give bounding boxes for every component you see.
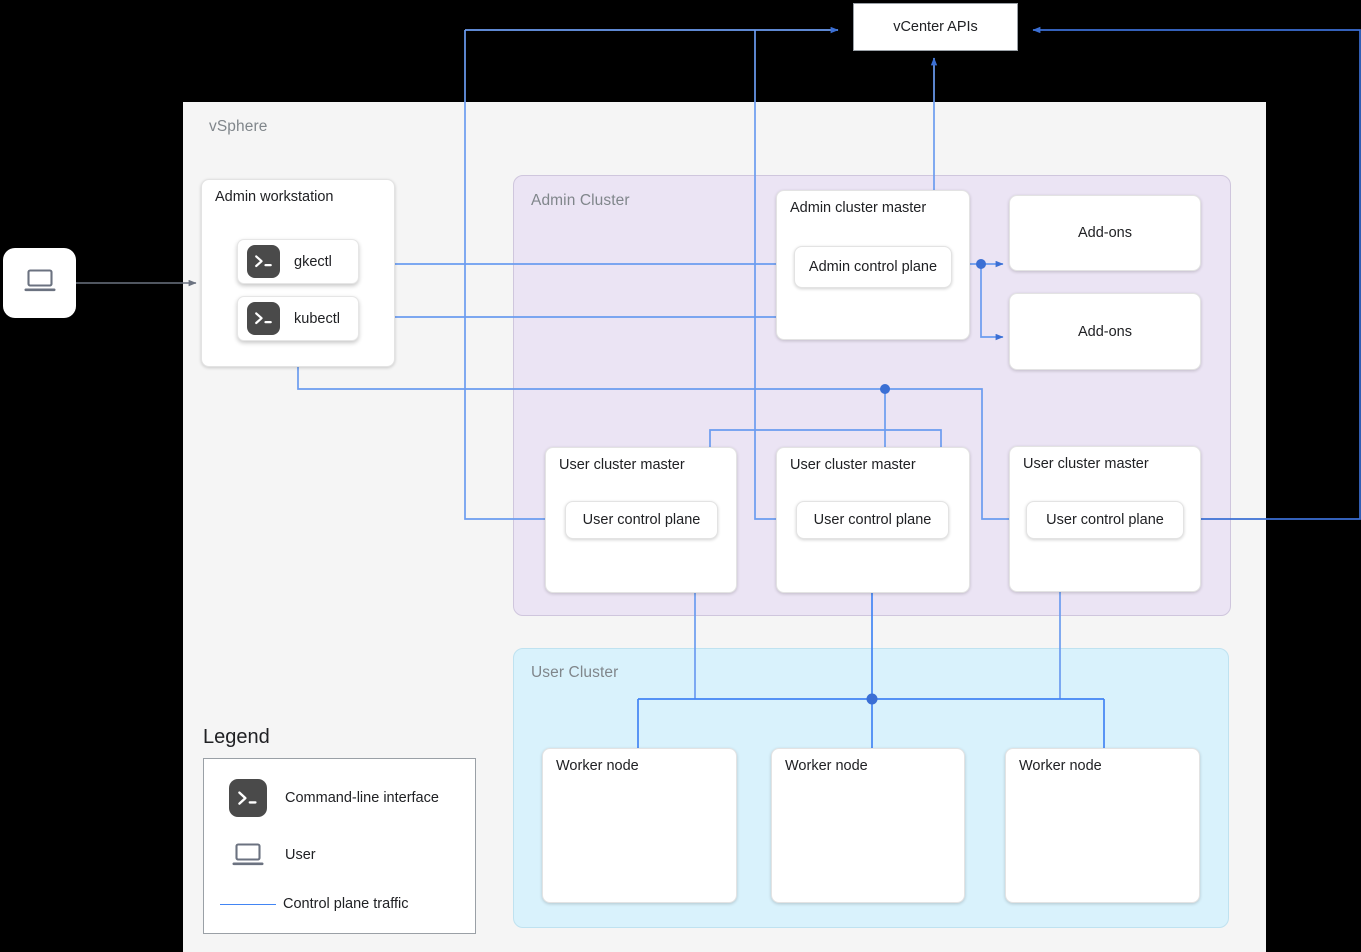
- user-control-plane-card-2[interactable]: User control plane: [796, 501, 949, 539]
- user-control-plane-label: User control plane: [1046, 512, 1164, 528]
- legend-label-traffic: Control plane traffic: [283, 896, 409, 912]
- worker-node-card-3[interactable]: Worker node: [1005, 748, 1200, 903]
- legend-label-user: User: [285, 847, 316, 863]
- kubectl-chip[interactable]: kubectl: [237, 296, 359, 341]
- admin-cluster-master-title: Admin cluster master: [790, 200, 927, 216]
- terminal-icon: [247, 245, 280, 278]
- worker-node-card-2[interactable]: Worker node: [771, 748, 965, 903]
- vcenter-apis-label: vCenter APIs: [893, 19, 978, 35]
- addons-label: Add-ons: [1077, 323, 1132, 340]
- legend-item-cli: Command-line interface: [229, 779, 439, 817]
- line-swatch-icon: [220, 903, 276, 905]
- terminal-icon: [247, 302, 280, 335]
- laptop-icon: [23, 268, 57, 299]
- addons-card-1[interactable]: Add-ons: [1009, 195, 1201, 271]
- user-cluster-master-title: User cluster master: [1023, 456, 1149, 472]
- vsphere-label: vSphere: [209, 118, 268, 135]
- legend-item-user: User: [229, 842, 316, 868]
- admin-cluster-label: Admin Cluster: [531, 192, 630, 209]
- vcenter-apis-box[interactable]: vCenter APIs: [853, 3, 1018, 51]
- terminal-icon: [229, 779, 267, 817]
- admin-control-plane-label: Admin control plane: [808, 259, 938, 275]
- user-control-plane-card-3[interactable]: User control plane: [1026, 501, 1184, 539]
- legend-label-cli: Command-line interface: [285, 790, 439, 806]
- admin-workstation-title: Admin workstation: [215, 189, 334, 205]
- user-cluster-master-title: User cluster master: [559, 457, 685, 473]
- user-cluster-master-title: User cluster master: [790, 457, 916, 473]
- user-cluster-label: User Cluster: [531, 664, 619, 681]
- legend-title: Legend: [203, 726, 270, 748]
- kubectl-label: kubectl: [294, 310, 340, 327]
- worker-node-title: Worker node: [556, 758, 639, 774]
- admin-control-plane-card[interactable]: Admin control plane: [794, 246, 952, 288]
- user-control-plane-label: User control plane: [582, 512, 701, 528]
- gkectl-label: gkectl: [294, 253, 332, 270]
- worker-node-card-1[interactable]: Worker node: [542, 748, 737, 903]
- gkectl-chip[interactable]: gkectl: [237, 239, 359, 284]
- addons-label: Add-ons: [1077, 225, 1132, 241]
- addons-card-2[interactable]: Add-ons: [1009, 293, 1201, 370]
- worker-node-title: Worker node: [785, 758, 868, 774]
- user-control-plane-card-1[interactable]: User control plane: [565, 501, 718, 539]
- user-control-plane-label: User control plane: [813, 512, 932, 528]
- worker-node-title: Worker node: [1019, 758, 1102, 774]
- user-laptop-card[interactable]: [3, 248, 76, 318]
- laptop-icon: [229, 842, 267, 868]
- legend-item-traffic: Control plane traffic: [220, 896, 408, 912]
